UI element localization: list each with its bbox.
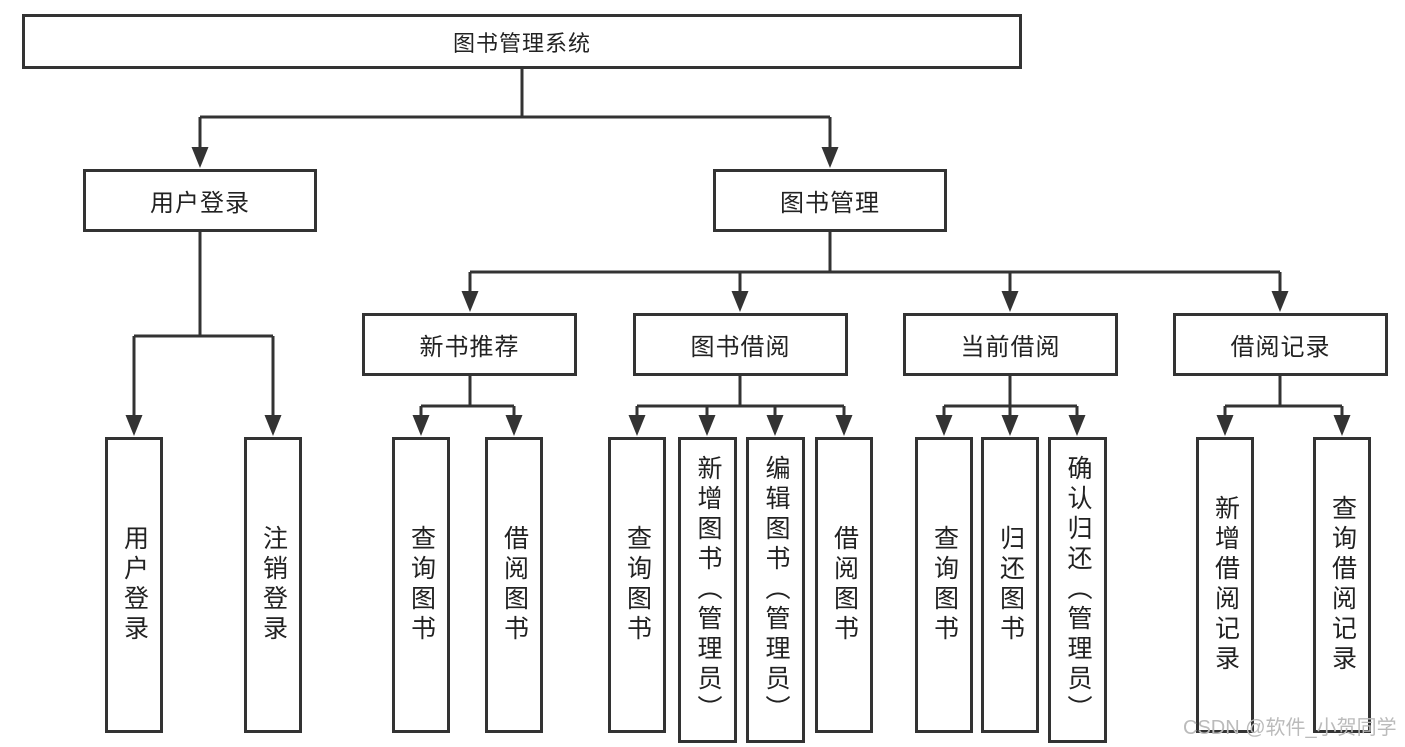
- leaf-borrow-add-book-admin-label: 新增图书（管理员）: [694, 455, 722, 725]
- leaf-recommend-borrow-book-label: 借阅图书: [500, 525, 529, 645]
- node-book-management: 图书管理: [713, 169, 947, 232]
- node-book-borrow-label: 图书借阅: [690, 334, 791, 361]
- node-root: 图书管理系统: [22, 14, 1022, 69]
- leaf-current-return-book: 归还图书: [981, 437, 1039, 733]
- leaf-borrow-add-book-admin: 新增图书（管理员）: [678, 437, 737, 743]
- node-book-borrow: 图书借阅: [633, 313, 848, 376]
- leaf-user-login-label: 用户登录: [120, 525, 149, 645]
- leaf-current-return-book-label: 归还图书: [996, 525, 1025, 645]
- leaf-records-add-record: 新增借阅记录: [1196, 437, 1254, 733]
- node-current-borrow: 当前借阅: [903, 313, 1118, 376]
- node-user-login-label: 用户登录: [150, 190, 250, 217]
- leaf-recommend-query-book: 查询图书: [392, 437, 450, 733]
- node-new-book-recommend: 新书推荐: [362, 313, 577, 376]
- leaf-borrow-edit-book-admin-label: 编辑图书（管理员）: [762, 455, 790, 725]
- leaf-current-confirm-return-admin: 确认归还（管理员）: [1048, 437, 1107, 743]
- leaf-records-query-record: 查询借阅记录: [1313, 437, 1371, 733]
- connector-segments: [132, 69, 1344, 418]
- leaf-records-add-record-label: 新增借阅记录: [1211, 495, 1240, 675]
- node-user-login: 用户登录: [83, 169, 317, 232]
- leaf-borrow-query-book: 查询图书: [608, 437, 666, 733]
- leaf-logout-label: 注销登录: [259, 525, 288, 645]
- node-root-label: 图书管理系统: [452, 30, 591, 56]
- leaf-records-query-record-label: 查询借阅记录: [1328, 495, 1357, 675]
- node-new-book-recommend-label: 新书推荐: [419, 334, 520, 361]
- leaf-current-query-book-label: 查询图书: [930, 525, 959, 645]
- node-borrow-records: 借阅记录: [1173, 313, 1388, 376]
- leaf-user-login: 用户登录: [105, 437, 163, 733]
- watermark: CSDN @软件_小贺同学: [1183, 717, 1397, 739]
- node-book-management-label: 图书管理: [780, 190, 880, 217]
- node-borrow-records-label: 借阅记录: [1230, 334, 1331, 361]
- leaf-borrow-borrow-book-label: 借阅图书: [830, 525, 859, 645]
- leaf-recommend-borrow-book: 借阅图书: [485, 437, 543, 733]
- node-current-borrow-label: 当前借阅: [960, 334, 1061, 361]
- leaf-current-confirm-return-admin-label: 确认归还（管理员）: [1064, 455, 1092, 725]
- leaf-borrow-query-book-label: 查询图书: [623, 525, 652, 645]
- leaf-current-query-book: 查询图书: [915, 437, 973, 733]
- arrowheads: [125, 147, 1351, 436]
- leaf-borrow-borrow-book: 借阅图书: [815, 437, 873, 733]
- leaf-recommend-query-book-label: 查询图书: [407, 525, 436, 645]
- leaf-borrow-edit-book-admin: 编辑图书（管理员）: [746, 437, 805, 743]
- leaf-logout: 注销登录: [244, 437, 302, 733]
